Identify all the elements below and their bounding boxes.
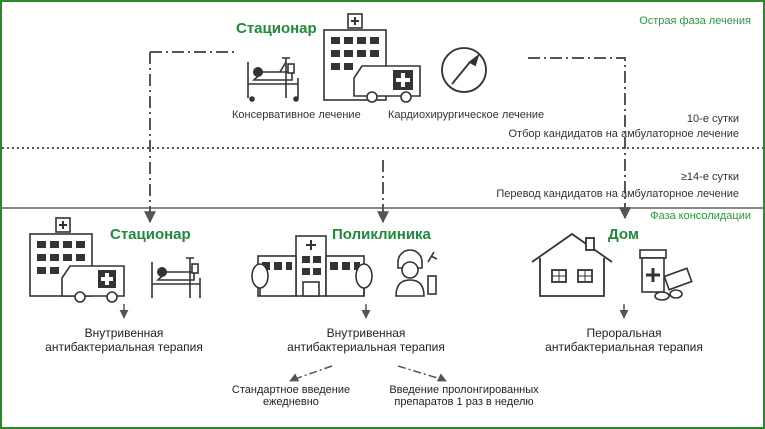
scalpel-icon: [441, 47, 487, 93]
home-icon: [531, 232, 613, 297]
transfer-label: Перевод кандидатов на амбулаторное лечен…: [496, 188, 739, 200]
option-weekly-line2: препаратов 1 раз в неделю: [394, 396, 534, 408]
phase-consolidation-label: Фаза консолидации: [650, 210, 751, 222]
arrow-branch-right: [436, 373, 447, 382]
home-therapy: Пероральная антибактериальная терапия: [534, 326, 714, 354]
option-daily: Стандартное введение ежедневно: [226, 384, 356, 408]
option-daily-line1: Стандартное введение: [231, 384, 351, 396]
hospital-therapy-line1: Внутривенная: [84, 326, 164, 340]
hospital-therapy-line2: антибактериальная терапия: [45, 340, 203, 354]
hospital-title: Стационар: [110, 226, 191, 243]
clinic-therapy-line2: антибактериальная терапия: [287, 340, 445, 354]
nurse-icon: [395, 249, 438, 297]
selection-label: Отбор кандидатов на амбулаторное лечение: [508, 128, 739, 140]
clinic-title: Поликлиника: [332, 226, 431, 243]
day14-label: ≥14-е сутки: [680, 171, 739, 183]
home-therapy-line2: антибактериальная терапия: [545, 340, 703, 354]
patient-bed-icon: [247, 57, 299, 102]
option-weekly: Введение пролонгированных препаратов 1 р…: [384, 384, 544, 408]
branch-right: [397, 365, 445, 381]
ambulance-icon: [353, 65, 421, 103]
connector-right: [528, 57, 626, 216]
home-therapy-line1: Пероральная: [586, 326, 662, 340]
conservative-treatment-label: Консервативное лечение: [232, 109, 361, 121]
branch-left: [291, 365, 333, 381]
home-title: Дом: [608, 226, 639, 243]
phase-acute-label: Острая фаза лечения: [639, 15, 751, 27]
option-daily-line2: ежедневно: [263, 396, 319, 408]
surgical-treatment-label: Кардиохирургическое лечение: [388, 109, 545, 121]
hospital-therapy: Внутривенная антибактериальная терапия: [34, 326, 214, 354]
hospital-left-icon: [29, 217, 125, 303]
day10-label: 10-е сутки: [686, 113, 739, 125]
clinic-therapy-line1: Внутривенная: [326, 326, 406, 340]
patient-bed-left-icon: [151, 257, 201, 298]
option-weekly-line1: Введение пролонгированных: [389, 384, 539, 396]
arrow-branch-left: [289, 373, 300, 382]
polyclinic-icon: [251, 235, 373, 297]
medicine-icon: [639, 249, 693, 301]
top-hospital-title: Стационар: [236, 20, 317, 37]
clinic-therapy: Внутривенная антибактериальная терапия: [276, 326, 456, 354]
